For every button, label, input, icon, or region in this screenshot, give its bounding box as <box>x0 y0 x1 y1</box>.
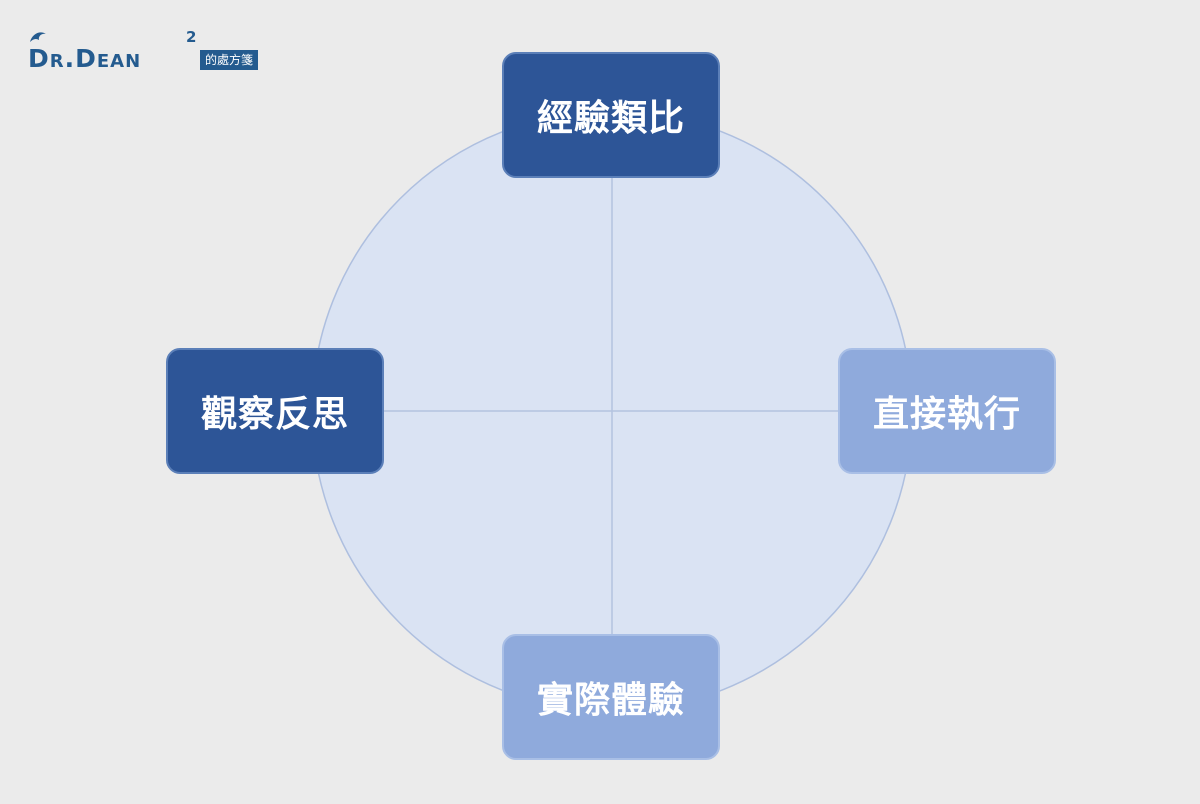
wave-icon <box>30 32 46 42</box>
dr-dean-logo: Dr.Dean 2 的處方箋 <box>28 28 259 78</box>
logo-tagline: 的處方箋 <box>200 50 259 70</box>
logo-superscript: 2 <box>186 28 197 46</box>
node-experience-analogy: 經驗類比 <box>502 52 720 178</box>
node-actual-experience: 實際體驗 <box>502 634 720 760</box>
logo-text: Dr.Dean <box>28 44 142 73</box>
node-observation-reflection: 觀察反思 <box>166 348 384 474</box>
node-direct-execution: 直接執行 <box>838 348 1056 474</box>
